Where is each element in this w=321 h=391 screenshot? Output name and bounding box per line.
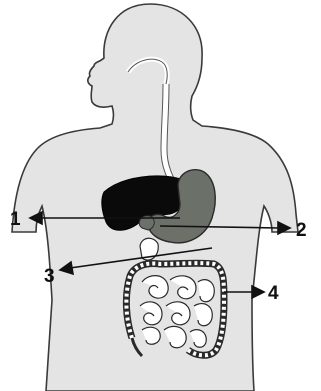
label-4: 4: [268, 283, 279, 304]
label-3: 3: [44, 266, 55, 287]
arrowhead-4: [252, 286, 264, 298]
label-1: 1: [10, 209, 21, 230]
label-2: 2: [296, 220, 307, 241]
